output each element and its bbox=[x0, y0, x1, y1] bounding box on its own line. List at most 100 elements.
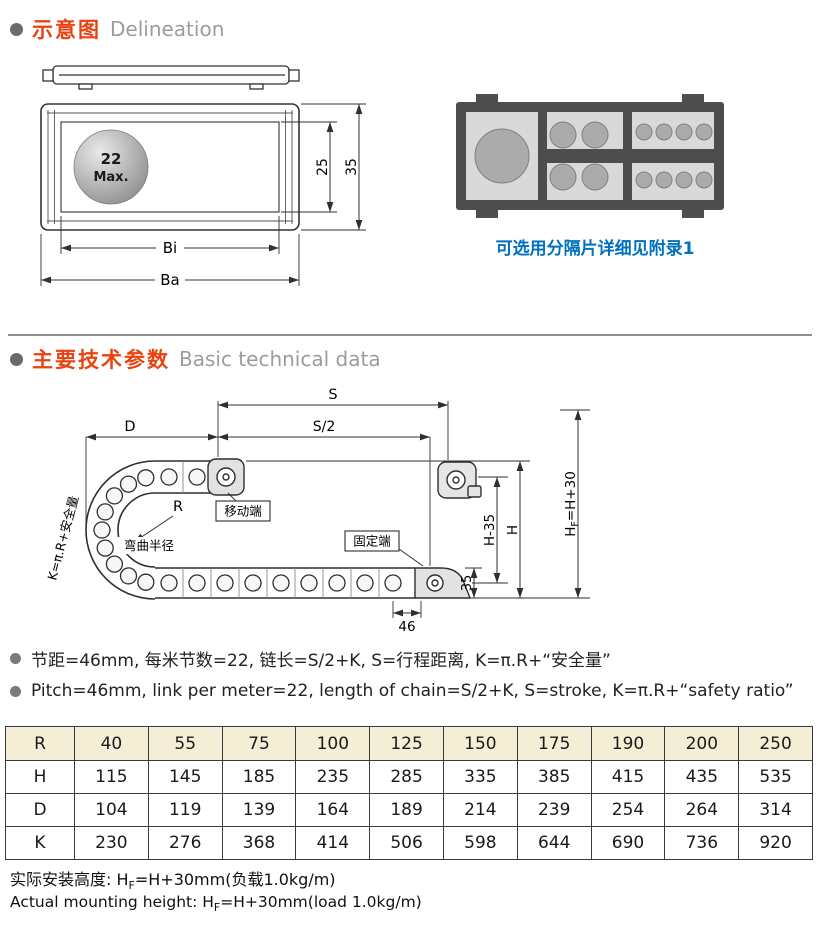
table-cell: 150 bbox=[443, 727, 517, 760]
chain-links bbox=[93, 468, 402, 592]
table-cell: 385 bbox=[516, 761, 591, 793]
row-label: D bbox=[33, 800, 47, 820]
table-cell: 145 bbox=[147, 761, 222, 793]
table-cell: 200 bbox=[664, 727, 738, 760]
mounting-height-en: Actual mounting height: HF=H+30mm(load 1… bbox=[10, 893, 422, 915]
table-cell: 598 bbox=[443, 827, 517, 859]
row-label: R bbox=[34, 733, 46, 754]
dim-hf-label: HF=H+30 bbox=[563, 471, 581, 537]
table-cell: 368 bbox=[221, 827, 296, 859]
table-cell: 239 bbox=[516, 794, 591, 826]
dim-46-label: 46 bbox=[398, 619, 415, 635]
divider-bar bbox=[623, 112, 632, 200]
moving-end-label: 移动端 bbox=[224, 504, 262, 519]
table-cell: 535 bbox=[738, 761, 812, 793]
moving-end-far-bracket bbox=[437, 461, 482, 499]
dim-h-minus-35-label: H-35 bbox=[482, 514, 498, 546]
dim-outer-height: 35 bbox=[344, 158, 360, 176]
table-cell: 276 bbox=[147, 827, 222, 859]
table-cell: 736 bbox=[664, 827, 738, 859]
section-divider-line bbox=[8, 334, 812, 336]
table-cell: 100 bbox=[295, 727, 369, 760]
table-row-d: D 104 119 139 164 189 214 239 254 264 31… bbox=[6, 793, 812, 826]
note-zh: 节距=46mm, 每米节数=22, 链长=S/2+K, S=行程距离, K=π.… bbox=[31, 651, 611, 671]
table-cell: 139 bbox=[221, 794, 296, 826]
fixed-end-bracket bbox=[414, 567, 472, 599]
fixed-end-box bbox=[344, 530, 400, 552]
separator-illustration bbox=[456, 94, 724, 218]
leader-line bbox=[227, 492, 237, 502]
table-cell: 285 bbox=[369, 761, 443, 793]
link-ticks bbox=[182, 461, 380, 598]
divider-bar bbox=[538, 112, 547, 200]
dim-half-stroke-label: S/2 bbox=[313, 419, 336, 435]
dim-35-label: 35 bbox=[460, 575, 475, 592]
bullet-icon bbox=[10, 22, 23, 36]
table-cell: 119 bbox=[147, 794, 222, 826]
table-cell: 75 bbox=[221, 727, 296, 760]
shelf-bar bbox=[632, 149, 714, 163]
table-cell: 264 bbox=[664, 794, 738, 826]
table-cell: 164 bbox=[295, 794, 369, 826]
small-cable-icons bbox=[635, 123, 713, 189]
lid-drawing bbox=[42, 65, 300, 90]
ball-label-value: 22 bbox=[101, 150, 122, 168]
note-en-row: Pitch=46mm, link per meter=22, length of… bbox=[10, 681, 794, 701]
note-zh-row: 节距=46mm, 每米节数=22, 链长=S/2+K, S=行程距离, K=π.… bbox=[10, 646, 611, 671]
row-label: K bbox=[34, 833, 46, 853]
mount-tabs bbox=[476, 94, 704, 218]
table-cell: 190 bbox=[590, 727, 665, 760]
table-cell: 189 bbox=[369, 794, 443, 826]
bullet-icon bbox=[10, 352, 23, 366]
table-cell: 415 bbox=[590, 761, 665, 793]
section-title-zh: 示意图 bbox=[32, 18, 101, 42]
table-cell: 235 bbox=[295, 761, 369, 793]
table-cell: 185 bbox=[221, 761, 296, 793]
dim-h-label: H bbox=[505, 525, 521, 535]
moving-end-bracket bbox=[207, 458, 245, 496]
table-cell: 104 bbox=[74, 794, 148, 826]
table-cell: 55 bbox=[147, 727, 222, 760]
dimension-lines bbox=[86, 401, 582, 617]
table-cell: 40 bbox=[74, 727, 148, 760]
subscript-f: F bbox=[213, 901, 221, 915]
section-title-en: Basic technical data bbox=[179, 347, 381, 371]
table-cell: 314 bbox=[738, 794, 812, 826]
safety-formula-label: K=π.R+安全量 bbox=[44, 494, 81, 582]
separator-caption: 可选用分隔片详细见附录1 bbox=[495, 239, 695, 259]
table-cell: 125 bbox=[369, 727, 443, 760]
bullet-icon bbox=[10, 653, 21, 664]
section-title-zh: 主要技术参数 bbox=[32, 348, 170, 372]
table-row-k: K 230 276 368 414 506 598 644 690 736 92… bbox=[6, 826, 812, 859]
table-cell: 506 bbox=[369, 827, 443, 859]
label-mask bbox=[155, 270, 185, 288]
leader-line bbox=[398, 548, 424, 567]
table-cell: 230 bbox=[74, 827, 148, 859]
chain-bend-diagram: S S/2 D R 弯曲半径 K=π.R+安全量 H-35 H HF=H+30 … bbox=[44, 387, 590, 635]
note-en: Pitch=46mm, link per meter=22, length of… bbox=[31, 681, 794, 701]
section-delineation-header: 示意图 Delineation bbox=[10, 14, 224, 44]
subscript-f: F bbox=[128, 879, 135, 893]
dimension-table: R 40 55 75 100 125 150 175 190 200 250 H… bbox=[5, 726, 813, 860]
table-cell: 690 bbox=[590, 827, 665, 859]
ball-label-max: Max. bbox=[93, 170, 128, 185]
table-row-h: H 115 145 185 235 285 335 385 415 435 53… bbox=[6, 760, 812, 793]
fixed-end-label: 固定端 bbox=[353, 534, 391, 549]
table-row-r: R 40 55 75 100 125 150 175 190 200 250 bbox=[6, 727, 812, 760]
bend-radius-label: 弯曲半径 bbox=[124, 538, 174, 553]
chain-outline bbox=[85, 460, 415, 600]
table-cell: 175 bbox=[516, 727, 591, 760]
section-technical-header: 主要技术参数 Basic technical data bbox=[10, 344, 381, 374]
row-label: H bbox=[33, 767, 47, 787]
dim-inner-height: 25 bbox=[315, 158, 331, 176]
dim-d-label: D bbox=[124, 419, 135, 435]
dim-inner-width: Bi bbox=[163, 239, 177, 257]
label-mask bbox=[156, 238, 184, 256]
dim-outer-width: Ba bbox=[160, 271, 179, 289]
extension-lines bbox=[85, 401, 590, 618]
large-cable-icon bbox=[474, 128, 530, 184]
mounting-height-zh: 实际安装高度: HF=H+30mm(负载1.0kg/m) bbox=[10, 870, 336, 893]
table-cell: 644 bbox=[516, 827, 591, 859]
max-cable-ball bbox=[73, 129, 149, 205]
